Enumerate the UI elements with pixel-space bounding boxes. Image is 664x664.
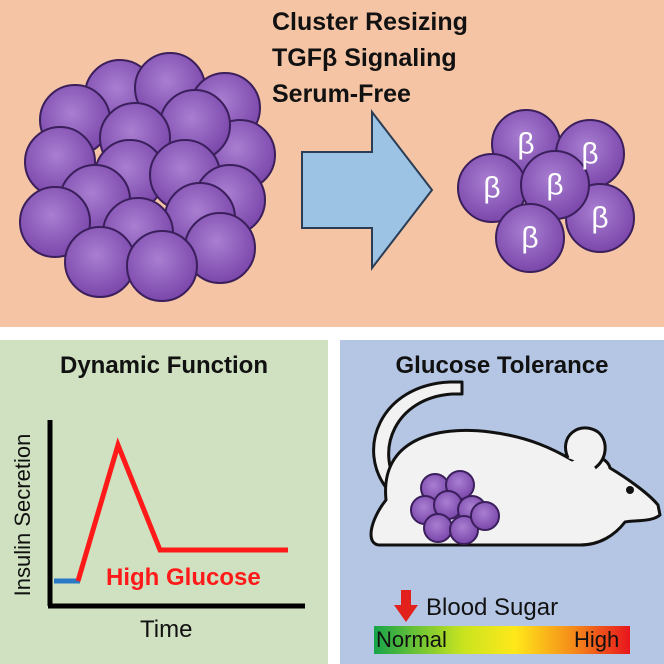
beta-symbol: β xyxy=(521,222,538,255)
curve-label: High Glucose xyxy=(106,564,261,591)
scale-high-label: High xyxy=(574,627,620,652)
blood-sugar-scale xyxy=(374,626,630,654)
insulin-secretion-plot: Insulin Secretion xyxy=(10,420,305,609)
mouse-body xyxy=(369,428,662,547)
cluster-diagram: β β β β β β xyxy=(19,52,635,302)
step-tgfb-signaling: TGFβ Signaling xyxy=(272,44,457,72)
glucose-tolerance-panel: Glucose Tolerance xyxy=(340,340,664,664)
mouse-tail xyxy=(372,380,464,492)
step-serum-free: Serum-Free xyxy=(272,80,411,108)
panel-title: Glucose Tolerance xyxy=(395,352,609,379)
beta-symbol: β xyxy=(581,138,598,171)
beta-symbol: β xyxy=(517,128,534,161)
step-cluster-resizing: Cluster Resizing xyxy=(272,8,468,36)
blood-sugar-label: Blood Sugar xyxy=(426,594,559,621)
y-axis-label: Insulin Secretion xyxy=(10,434,35,597)
mouse-illustration xyxy=(369,380,662,654)
mouse-ear xyxy=(564,426,607,470)
decrease-arrow-icon xyxy=(394,590,418,622)
large-cell-cluster xyxy=(19,52,276,302)
beta-symbol: β xyxy=(591,202,608,235)
top-panel: β β β β β β Cluster Resizing TGFβ Signal… xyxy=(0,0,664,327)
dynamic-function-panel: Dynamic Function Insulin Secretion High … xyxy=(0,340,328,664)
beta-symbol: β xyxy=(546,169,563,202)
process-steps: Cluster Resizing TGFβ Signaling Serum-Fr… xyxy=(272,4,468,112)
process-arrow xyxy=(301,109,434,271)
beta-symbol: β xyxy=(483,172,500,205)
transplanted-cluster xyxy=(410,470,500,545)
high-glucose-curve xyxy=(75,437,288,582)
mouse-eye xyxy=(626,486,634,494)
x-axis-label: Time xyxy=(140,616,193,643)
panel-title: Dynamic Function xyxy=(59,352,269,379)
beta-labels: β β β β β β xyxy=(483,128,608,255)
beta-cell-cluster xyxy=(457,109,635,273)
scale-low-label: Normal xyxy=(376,627,447,652)
